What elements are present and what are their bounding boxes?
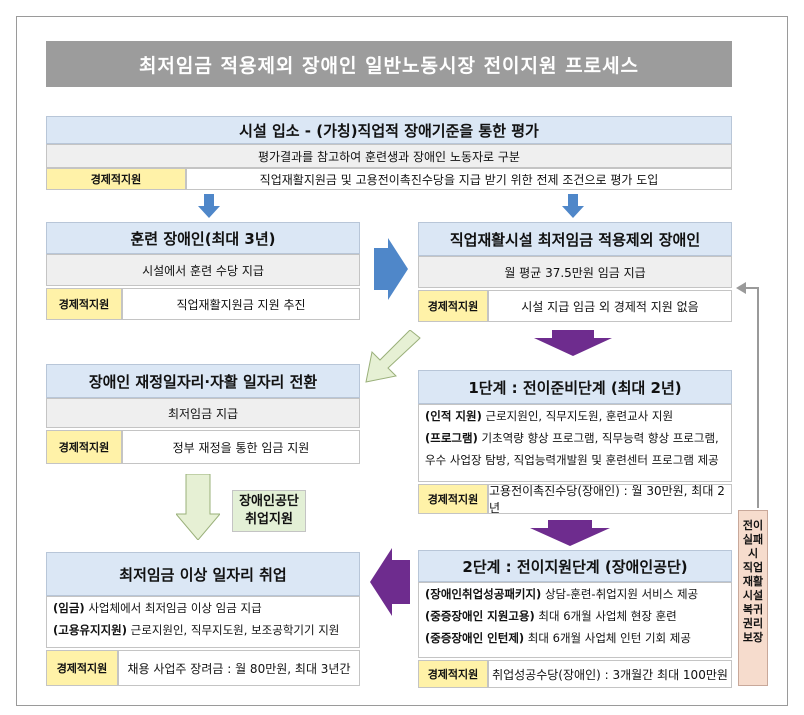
excluded-desc: 월 평균 37.5만원 임금 지급	[418, 256, 732, 288]
down-arrow-icon	[530, 520, 610, 546]
trainee-heading: 훈련 장애인(최대 3년)	[46, 222, 360, 254]
stage2-line1: (장애인취업성공패키지) 상담-훈련-취업지원 서비스 제공	[425, 587, 699, 601]
stage1-heading: 1단계 : 전이준비단계 (최대 2년)	[418, 370, 732, 404]
public-job-desc: 최저임금 지급	[46, 398, 360, 428]
stage1-line3: 우수 사업장 탐방, 직업능력개발원 및 훈련센터 프로그램 제공	[425, 453, 719, 467]
stage2-line3: (중증장애인 인턴제) 최대 6개월 사업체 인턴 기회 제공	[425, 631, 691, 645]
return-path-arrow-icon	[736, 282, 759, 508]
employment-econ-value: 채용 사업주 장려금 : 월 80만원, 최대 3년간	[118, 650, 360, 686]
employment-heading: 최저임금 이상 일자리 취업	[46, 552, 360, 596]
top-econ-value: 직업재활지원금 및 고용전이촉진수당을 지급 받기 위한 전제 조건으로 평가 …	[186, 168, 732, 190]
stage1-details: (인적 지원) 근로지원인, 직무지도원, 훈련교사 지원 (프로그램) 기초역…	[418, 404, 732, 482]
excluded-econ-value: 시설 지급 임금 외 경제적 지원 없음	[488, 290, 732, 322]
agency-label: 장애인공단 취업지원	[232, 490, 306, 532]
trainee-desc: 시설에서 훈련 수당 지급	[46, 254, 360, 286]
right-arrow-icon	[374, 238, 408, 300]
down-arrow-icon	[562, 194, 584, 218]
employment-line1: (임금) 사업체에서 최저임금 이상 임금 지급	[53, 601, 262, 615]
top-econ-label: 경제적지원	[46, 168, 186, 190]
trainee-econ-label: 경제적지원	[46, 288, 122, 320]
return-guarantee-note: 전이 실패 시 직업 재활 시설 복귀 권리 보장	[738, 510, 768, 686]
stage2-line2: (중증장애인 지원고용) 최대 6개월 사업체 현장 훈련	[425, 609, 677, 623]
stage1-line2: (프로그램) 기초역량 향상 프로그램, 직무능력 향상 프로그램,	[425, 431, 719, 445]
down-arrow-icon	[198, 194, 220, 218]
employment-details: (임금) 사업체에서 최저임금 이상 임금 지급 (고용유지지원) 근로지원인,…	[46, 596, 360, 648]
stage2-heading: 2단계 : 전이지원단계 (장애인공단)	[418, 550, 732, 582]
excluded-heading: 직업재활시설 최저임금 적용제외 장애인	[418, 222, 732, 256]
stage1-line1: (인적 지원) 근로지원인, 직무지도원, 훈련교사 지원	[425, 409, 674, 423]
stage1-econ-label: 경제적지원	[418, 484, 488, 514]
stage2-econ-value: 취업성공수당(장애인) : 3개월간 최대 100만원	[488, 660, 732, 688]
top-desc: 평가결과를 참고하여 훈련생과 장애인 노동자로 구분	[46, 144, 732, 168]
left-arrow-icon	[370, 548, 410, 616]
public-job-heading: 장애인 재정일자리·자활 일자리 전환	[46, 364, 360, 398]
down-arrow-icon	[534, 330, 612, 356]
page-title: 최저임금 적용제외 장애인 일반노동시장 전이지원 프로세스	[46, 41, 732, 87]
public-job-econ-label: 경제적지원	[46, 430, 122, 464]
stage2-details: (장애인취업성공패키지) 상담-훈련-취업지원 서비스 제공 (중증장애인 지원…	[418, 582, 732, 658]
public-job-econ-value: 정부 재정을 통한 임금 지원	[122, 430, 360, 464]
stage1-econ-value: 고용전이촉진수당(장애인) : 월 30만원, 최대 2년	[488, 484, 732, 515]
down-arrow-icon	[176, 474, 220, 540]
outer-frame	[16, 16, 788, 706]
employment-line2: (고용유지지원) 근로지원인, 직무지도원, 보조공학기기 지원	[53, 623, 340, 637]
excluded-econ-label: 경제적지원	[418, 290, 488, 322]
trainee-econ-value: 직업재활지원금 지원 추진	[122, 288, 360, 320]
employment-econ-label: 경제적지원	[46, 650, 118, 686]
stage2-econ-label: 경제적지원	[418, 660, 488, 688]
top-heading: 시설 입소 - (가칭)직업적 장애기준을 통한 평가	[46, 116, 732, 144]
diagonal-arrow-icon	[365, 330, 421, 383]
